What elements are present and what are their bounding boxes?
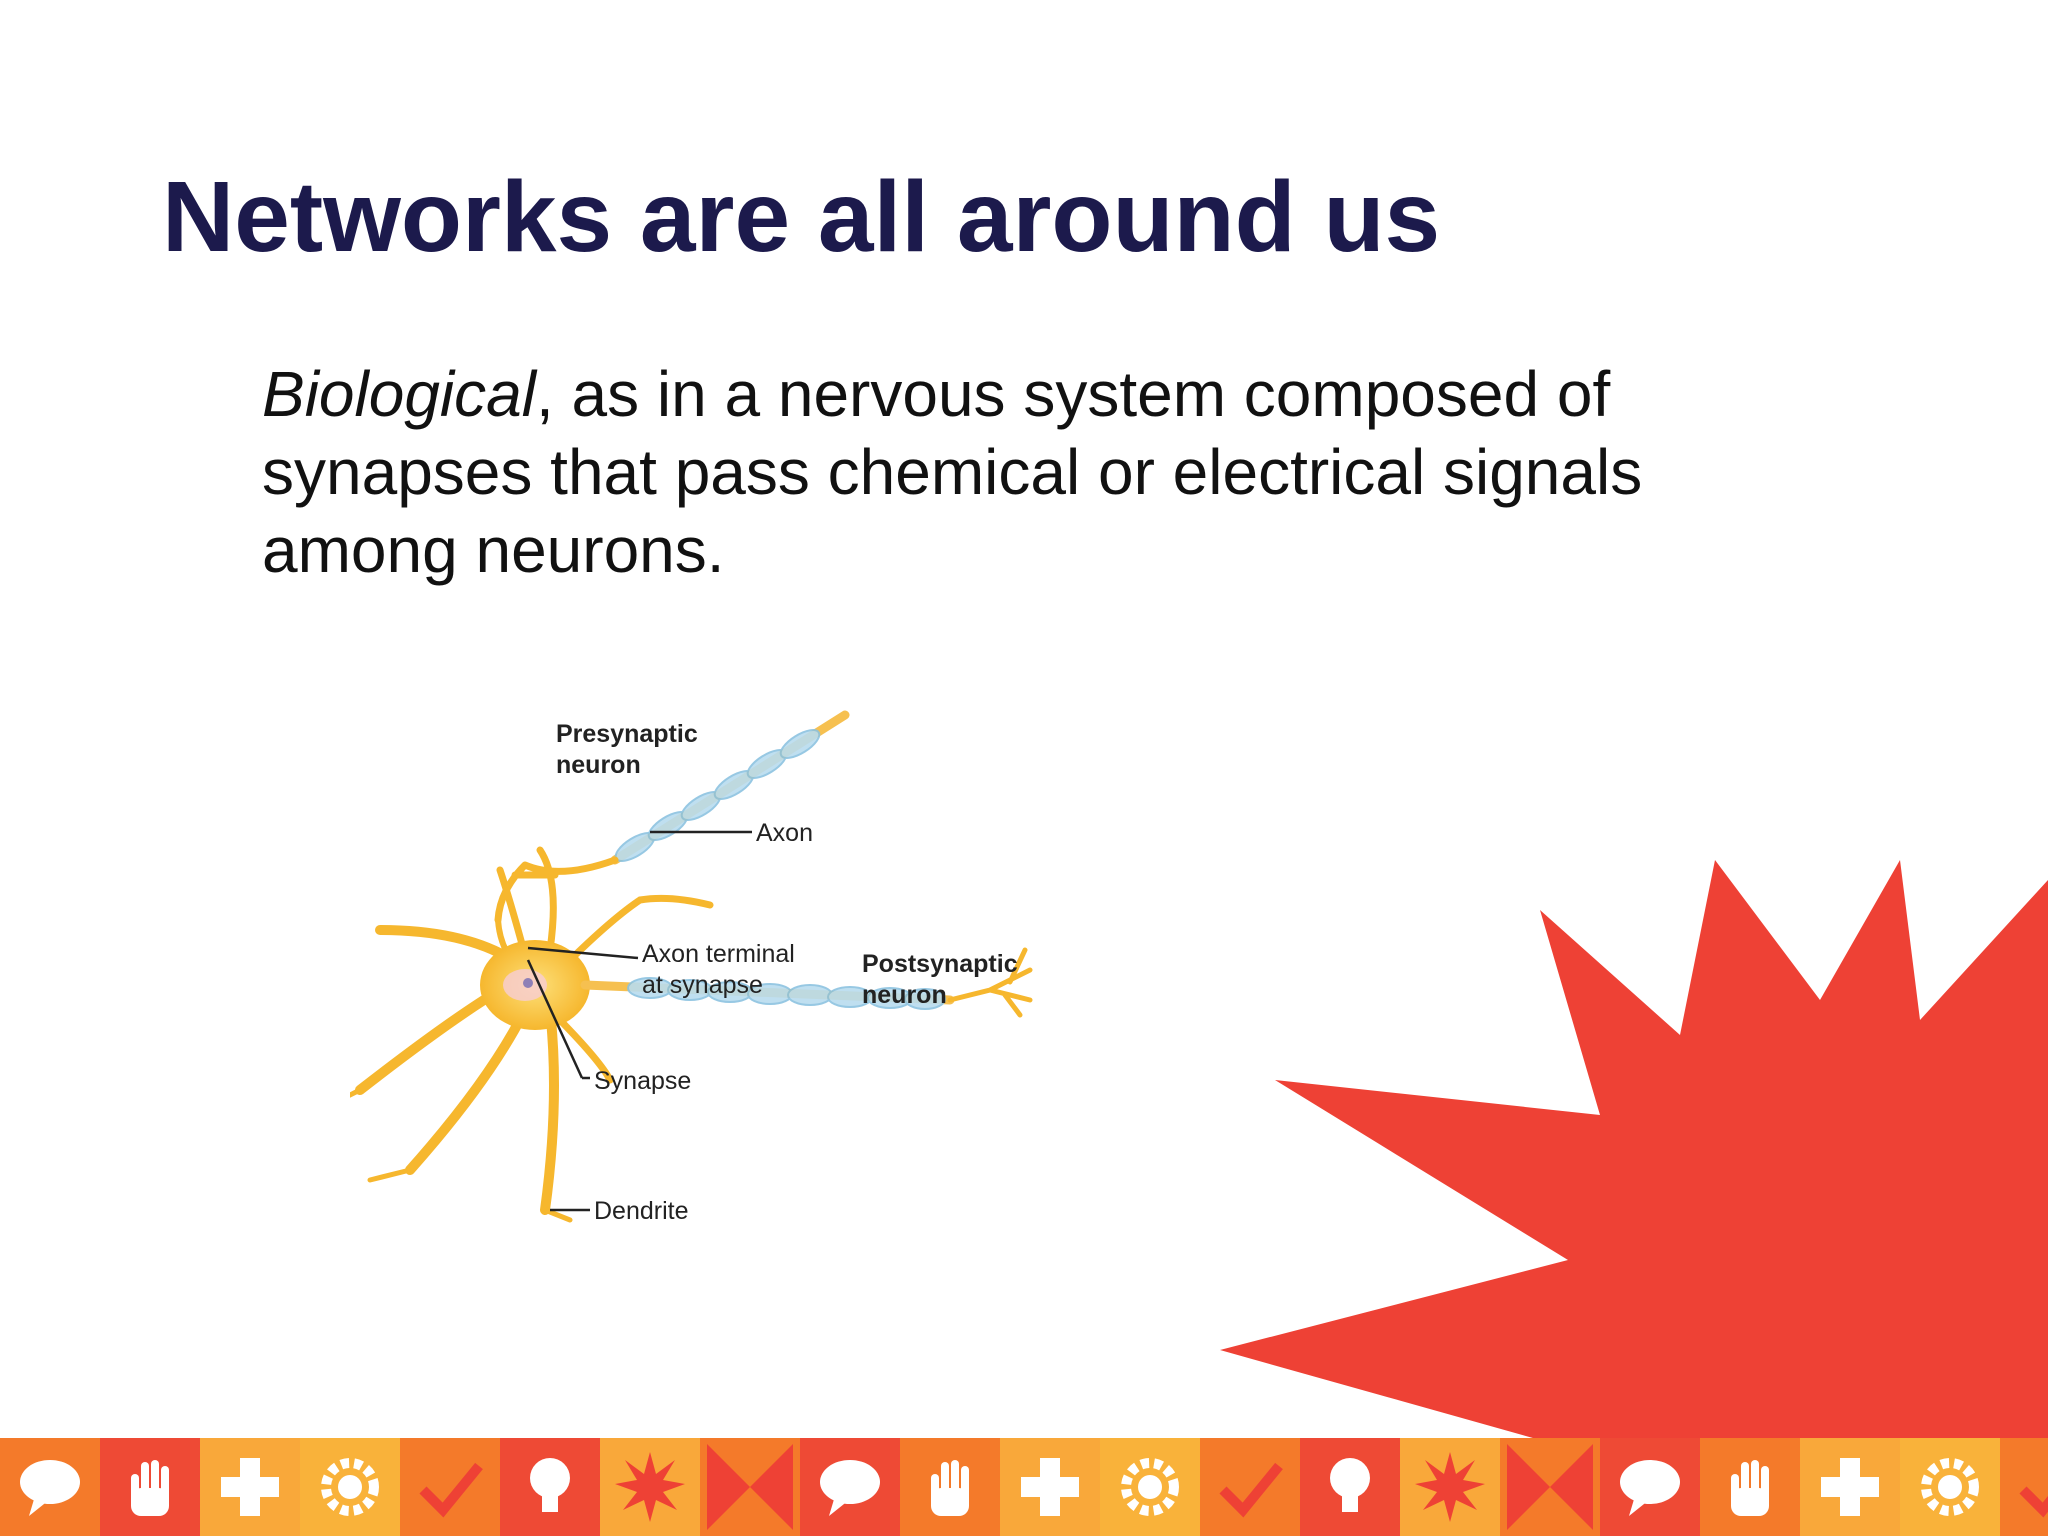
starburst-icon xyxy=(600,1438,700,1536)
label-axon: Axon xyxy=(756,819,813,847)
gear-icon xyxy=(300,1438,400,1536)
hand-icon xyxy=(100,1438,200,1536)
label-postsynaptic-1: Postsynaptic xyxy=(862,950,1018,978)
hand-icon xyxy=(900,1438,1000,1536)
check-icon xyxy=(1200,1438,1300,1536)
neuron-diagram: Presynaptic neuron Axon Axon terminal at… xyxy=(350,710,1033,1225)
bowtie-icon xyxy=(700,1438,800,1536)
speech-bubble-icon xyxy=(1600,1438,1700,1536)
lightbulb-icon xyxy=(500,1438,600,1536)
decorative-icon-strip xyxy=(0,1438,2048,1536)
label-dendrite: Dendrite xyxy=(594,1197,689,1225)
check-icon xyxy=(2000,1438,2048,1536)
body-rest: , as in a nervous system composed of syn… xyxy=(262,358,1643,586)
label-presynaptic-1: Presynaptic xyxy=(556,720,698,748)
label-axon-terminal-2: at synapse xyxy=(642,971,763,999)
lightbulb-icon xyxy=(1300,1438,1400,1536)
label-axon-terminal-1: Axon terminal xyxy=(642,940,795,968)
slide-body-text: Biological, as in a nervous system compo… xyxy=(262,355,1822,589)
speech-bubble-icon xyxy=(0,1438,100,1536)
gear-icon xyxy=(1900,1438,2000,1536)
postsynaptic-axon xyxy=(580,947,1033,1018)
check-icon xyxy=(400,1438,500,1536)
speech-bubble-icon xyxy=(800,1438,900,1536)
hand-icon xyxy=(1700,1438,1800,1536)
presynaptic-axon xyxy=(494,710,850,973)
starburst-icon xyxy=(1400,1438,1500,1536)
label-postsynaptic-2: neuron xyxy=(862,981,947,1009)
body-emphasis: Biological xyxy=(262,358,536,430)
bowtie-icon xyxy=(1500,1438,1600,1536)
label-presynaptic-2: neuron xyxy=(556,751,641,779)
cell-body xyxy=(350,846,714,1223)
starburst-decoration xyxy=(1220,860,2048,1440)
label-synapse: Synapse xyxy=(594,1067,691,1095)
slide-title: Networks are all around us xyxy=(162,161,1441,273)
plus-icon xyxy=(1800,1438,1900,1536)
plus-icon xyxy=(1000,1438,1100,1536)
gear-icon xyxy=(1100,1438,1200,1536)
plus-icon xyxy=(200,1438,300,1536)
